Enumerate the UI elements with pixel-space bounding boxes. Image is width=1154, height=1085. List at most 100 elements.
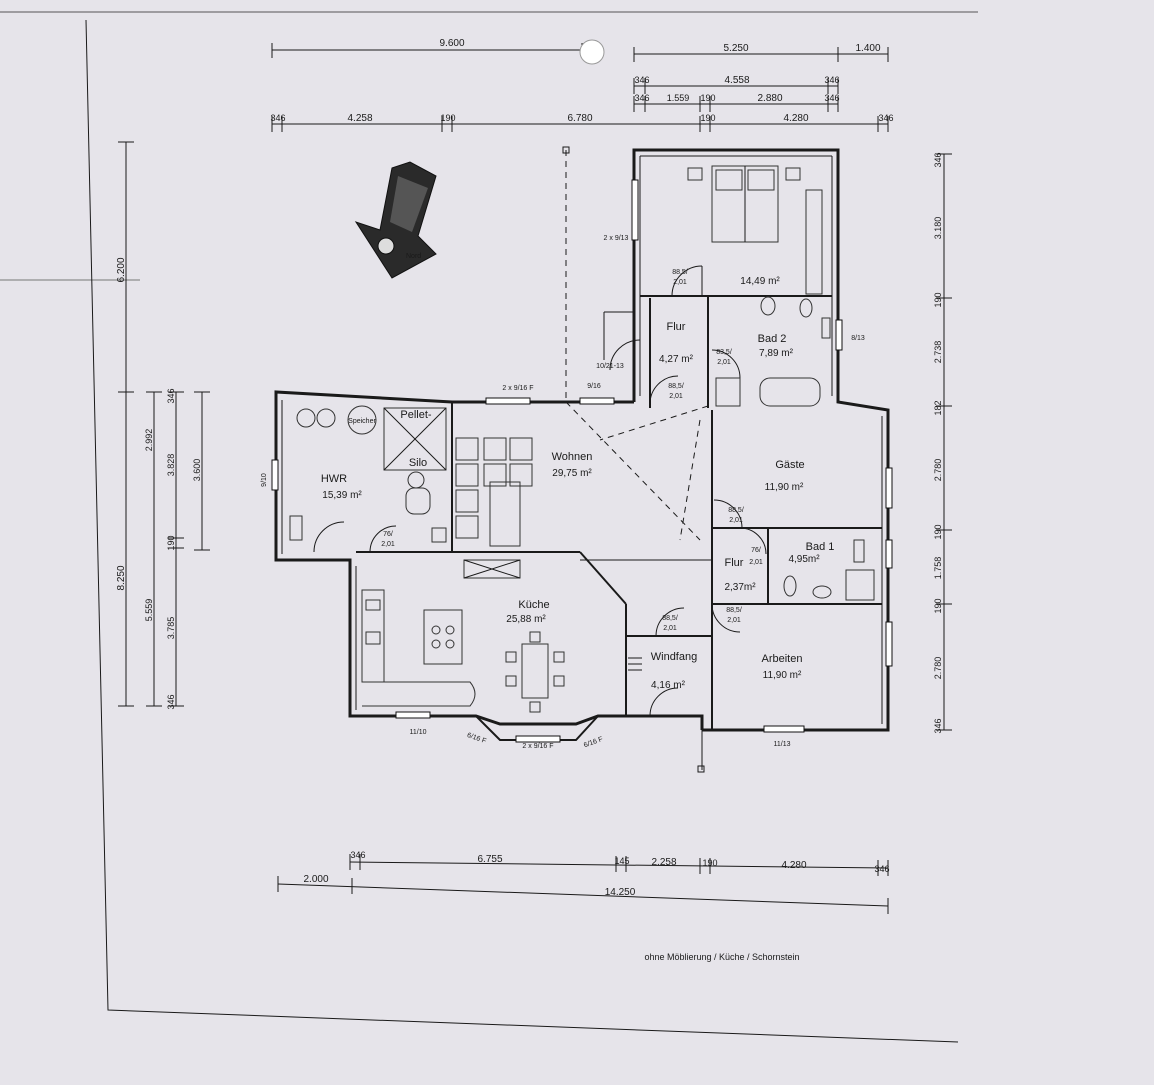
dim-2880: 2.880 — [757, 93, 782, 104]
top-dimensions: 9.600 5.250 1.400 346 4.558 346 346 1.55… — [270, 38, 894, 132]
label-window-1110: 11/10 — [410, 729, 427, 736]
dim-4280-bottom: 4.280 — [781, 860, 806, 871]
dim-3828: 3.828 — [166, 454, 176, 477]
dim-1758: 1.758 — [933, 557, 943, 580]
dim-190-right-c: 190 — [933, 598, 943, 613]
washbasin — [760, 296, 776, 316]
bad2-name: Bad 2 — [758, 333, 787, 345]
dim-346-e: 346 — [270, 113, 285, 123]
hwr-name: HWR — [321, 473, 347, 485]
coffee-table — [489, 481, 521, 547]
label-window-813: 8/13 — [851, 335, 865, 342]
left-dimensions: 6.200 8.250 5.559 2.992 3.828 190 3.785 … — [116, 141, 210, 710]
north-arrow-icon: Nord — [354, 161, 437, 279]
sheet-frame — [85, 19, 959, 1043]
dim-346-left-b: 346 — [166, 694, 176, 709]
kitchen-island — [423, 609, 463, 665]
kueche-name: Küche — [518, 599, 549, 611]
windows — [271, 179, 893, 743]
dim-190-right-a: 190 — [933, 292, 943, 307]
bottom-dimensions: 346 6.755 145 2.258 190 4.280 346 2.000 … — [277, 850, 890, 914]
dim-5559: 5.559 — [144, 599, 154, 622]
wardrobe — [805, 189, 823, 295]
dim-182: 182 — [933, 400, 943, 415]
flur1-area: 4,27 m² — [659, 354, 694, 365]
flur1-name: Flur — [667, 321, 686, 333]
windfang-name: Windfang — [651, 651, 697, 663]
label-flur1-door-b: 2,01 — [669, 393, 683, 400]
shower — [845, 569, 875, 601]
arbeiten-name: Arbeiten — [762, 653, 803, 665]
label-bad2-door-a: 83,5/ — [716, 349, 732, 356]
hwr-area: 15,39 m² — [322, 490, 362, 501]
dim-6755: 6.755 — [477, 854, 502, 865]
dim-346-c: 346 — [634, 93, 649, 103]
label-window-2x916f-top: 2 x 9/16 F — [502, 385, 533, 392]
bad2-area: 7,89 m² — [759, 348, 794, 359]
sofa — [455, 437, 533, 539]
label-bad1-door-a: 76/ — [751, 547, 761, 554]
dim-190-right-b: 190 — [933, 524, 943, 539]
dining-table — [521, 643, 549, 699]
dim-346-right-b: 346 — [933, 718, 943, 733]
furniture — [289, 165, 875, 713]
gaeste-name: Gäste — [775, 459, 804, 471]
boiler — [405, 487, 431, 515]
label-window-1113: 11/13 — [774, 741, 791, 748]
dim-346-a: 346 — [634, 75, 649, 85]
label-windfang-door-a: 88,5/ — [662, 615, 678, 622]
dim-190-left: 190 — [166, 535, 176, 550]
dim-5250: 5.250 — [723, 43, 748, 54]
dim-6780: 6.780 — [567, 113, 592, 124]
arbeiten-area: 11,90 m² — [763, 670, 802, 681]
pellet-silo — [383, 407, 447, 471]
label-bed-door-b: 2,01 — [673, 279, 687, 286]
dim-190-a: 190 — [700, 93, 715, 103]
label-hwr-window: 9/10 — [261, 473, 268, 487]
label-gaeste-door-b: 2,01 — [729, 517, 743, 524]
right-dimensions: 346 3.180 190 2.738 182 2.780 190 1.758 … — [933, 152, 952, 734]
dim-346-bottom-a: 346 — [350, 850, 365, 860]
north-label: Nord — [406, 253, 421, 260]
dim-2780-a: 2.780 — [933, 459, 943, 482]
dim-346-f: 346 — [878, 113, 893, 123]
dim-4258: 4.258 — [347, 113, 372, 124]
dim-3785: 3.785 — [166, 617, 176, 640]
label-bed-window: 2 x 9/13 — [604, 235, 629, 242]
label-flur-door: 10/21-13 — [596, 363, 624, 370]
dim-3180: 3.180 — [933, 217, 943, 240]
dim-190-b: 190 — [440, 113, 455, 123]
dim-8250: 8.250 — [116, 565, 127, 590]
dim-6200: 6.200 — [116, 257, 127, 282]
label-window-2x916f-bottom: 2 x 9/16 F — [522, 743, 553, 750]
wohnen-name: Wohnen — [552, 451, 593, 463]
dashed-beams — [562, 146, 709, 773]
dim-2780-b: 2.780 — [933, 657, 943, 680]
bathtub — [759, 377, 821, 407]
dim-2738: 2.738 — [933, 341, 943, 364]
storage-tank — [347, 405, 377, 435]
building-walls — [274, 148, 890, 741]
dim-346-right-a: 346 — [933, 152, 943, 167]
kueche-area: 25,88 m² — [506, 614, 546, 625]
label-flur1-door-a: 88,5/ — [668, 383, 684, 390]
dim-2000: 2.000 — [303, 874, 328, 885]
bad1-area: 4,95m² — [788, 554, 820, 565]
bedroom-area: 14,49 m² — [740, 276, 780, 287]
wohnen-area: 29,75 m² — [552, 468, 592, 479]
label-bad1-door-b: 2,01 — [749, 559, 763, 566]
opening-labels: 2 x 9/13 88,5/ 2,01 10/21-13 83,5/ 2,01 … — [261, 235, 865, 750]
speicher-label: Speicher — [348, 418, 376, 425]
dim-190-bottom: 190 — [702, 858, 717, 868]
dim-4558: 4.558 — [724, 75, 749, 86]
dim-346-bottom-b: 346 — [874, 864, 889, 874]
silo-label: Silo — [409, 457, 427, 469]
room-labels: 14,49 m² Flur 4,27 m² Bad 2 7,89 m² HWR … — [321, 276, 835, 691]
dim-1400: 1.400 — [855, 43, 880, 54]
dim-3600: 3.600 — [192, 459, 202, 482]
label-bad2-door-b: 2,01 — [717, 359, 731, 366]
label-bed-door-a: 88,5/ — [672, 269, 688, 276]
label-windfang-door-b: 2,01 — [663, 625, 677, 632]
